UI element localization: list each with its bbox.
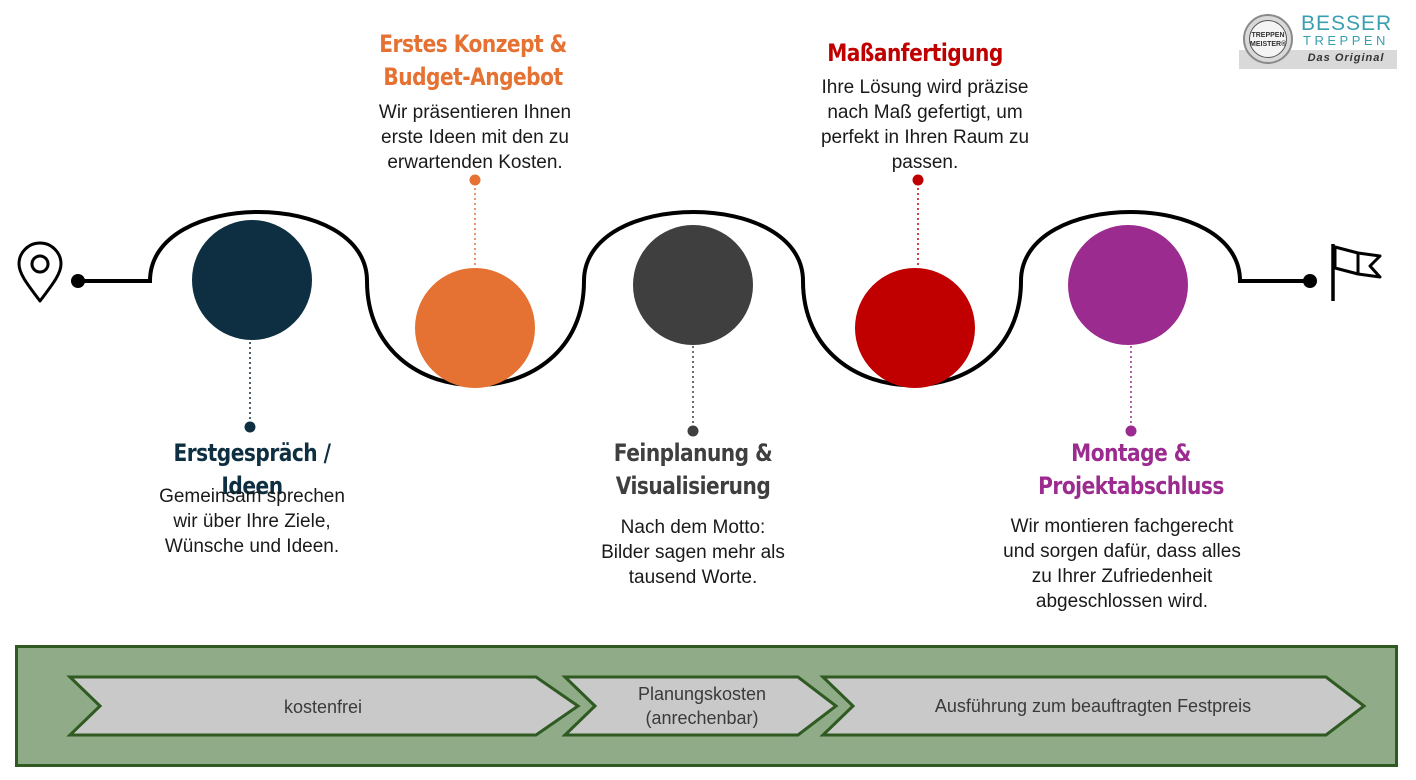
step3-title-line: Visualisierung — [615, 472, 771, 500]
step3-title-line: Feinplanung & — [613, 439, 773, 467]
finish-flag-icon — [1331, 244, 1382, 301]
step4-title-line: Maßanfertigung — [827, 39, 1003, 67]
phase-label-line: (anrechenbar) — [645, 708, 759, 728]
step5-description: Wir montieren fachgerecht und sorgen daf… — [976, 514, 1268, 614]
step3-desc-line: Bilder sagen mehr als — [601, 542, 785, 563]
step5-desc-line: abgeschlossen wird. — [1035, 591, 1209, 612]
step1-marker-dot — [244, 421, 256, 433]
phase-chevron-planning — [561, 675, 839, 737]
step4-description: Ihre Lösung wird präzise nach Maß gefert… — [785, 75, 1065, 175]
step5-title-line: Projektabschluss — [1038, 472, 1224, 500]
step4-desc-line: Ihre Lösung wird präzise — [821, 77, 1029, 98]
step2-desc-line: Wir präsentieren Ihnen — [378, 102, 572, 123]
step4-desc-line: nach Maß gefertigt, um — [827, 102, 1023, 123]
treppenmeister-seal: TREPPEN MEISTER® — [1243, 14, 1293, 64]
phase-label-line: Planungskosten — [637, 684, 767, 704]
step2-description: Wir präsentieren Ihnen erste Ideen mit d… — [339, 100, 611, 175]
step3-description: Nach dem Motto: Bilder sagen mehr als ta… — [557, 515, 829, 590]
step1-description: Gemeinsam sprechen wir über Ihre Ziele, … — [116, 484, 388, 559]
phase-chevron-free — [66, 675, 581, 737]
step3-desc-line: tausend Worte. — [628, 567, 758, 588]
phase-label-line: Ausführung zum beauftragten Festpreis — [934, 696, 1252, 716]
step2-desc-line: erwartenden Kosten. — [387, 152, 563, 173]
phase-free-label: kostenfrei — [128, 695, 518, 719]
step1-title: Erstgespräch / Ideen — [141, 437, 363, 503]
phase-chevron-execution — [819, 675, 1367, 737]
step1-desc-line: Wünsche und Ideen. — [164, 536, 340, 557]
step2-title-line: Budget-Angebot — [383, 63, 563, 91]
path-start-dot — [71, 274, 85, 288]
phase-label-line: kostenfrei — [283, 697, 363, 717]
pricing-phases-panel: kostenfrei Planungskosten (anrechenbar) … — [15, 645, 1398, 767]
step4-desc-line: passen. — [891, 152, 959, 173]
winding-path-line — [78, 210, 1310, 388]
phase-execution-label: Ausführung zum beauftragten Festpreis — [858, 694, 1328, 718]
seal-line: TREPPEN — [1251, 32, 1285, 39]
seal-line: MEISTER® — [1250, 41, 1287, 48]
brand-name-besser: BESSER — [1301, 12, 1393, 35]
step5-title-line: Montage & — [1071, 439, 1191, 467]
step1-desc-line: Gemeinsam sprechen — [159, 486, 345, 507]
step5-desc-line: Wir montieren fachgerecht — [1010, 516, 1234, 537]
phase-planning-label: Planungskosten (anrechenbar) — [588, 682, 816, 730]
step5-circle — [1068, 225, 1188, 345]
step2-desc-line: erste Ideen mit den zu — [381, 127, 569, 148]
step5-desc-line: und sorgen dafür, dass alles — [1003, 541, 1241, 562]
step5-marker-dot — [1125, 425, 1137, 437]
step4-title: Maßanfertigung — [804, 37, 1026, 70]
brand-logo: TREPPEN MEISTER® BESSER TREPPEN Das Orig… — [1239, 12, 1397, 70]
step4-marker-dot — [912, 174, 924, 186]
step4-circle — [855, 268, 975, 388]
process-path — [17, 174, 1382, 437]
step3-desc-line: Nach dem Motto: — [620, 517, 766, 538]
step1-circle — [192, 220, 312, 340]
step5-desc-line: zu Ihrer Zufriedenheit — [1031, 566, 1213, 587]
step2-title: Erstes Konzept & Budget-Angebot — [362, 28, 584, 94]
step2-circle — [415, 268, 535, 388]
step3-marker-dot — [687, 425, 699, 437]
map-pin-icon — [17, 241, 63, 303]
step2-title-line: Erstes Konzept & — [379, 30, 567, 58]
brand-name-treppen: TREPPEN — [1303, 33, 1389, 48]
step2-marker-dot — [469, 174, 481, 186]
step4-desc-line: perfekt in Ihren Raum zu — [820, 127, 1030, 148]
phase-chevrons — [66, 675, 1367, 737]
path-end-dot — [1303, 274, 1317, 288]
brand-tagline: Das Original — [1307, 52, 1385, 64]
step3-circle — [633, 225, 753, 345]
step1-desc-line: wir über Ihre Ziele, — [173, 511, 331, 532]
seal-text: TREPPEN MEISTER® — [1249, 20, 1287, 58]
step1-title-line: Erstgespräch / Ideen — [173, 439, 331, 500]
step3-title: Feinplanung & Visualisierung — [582, 437, 804, 503]
step5-title: Montage & Projektabschluss — [1020, 437, 1242, 503]
